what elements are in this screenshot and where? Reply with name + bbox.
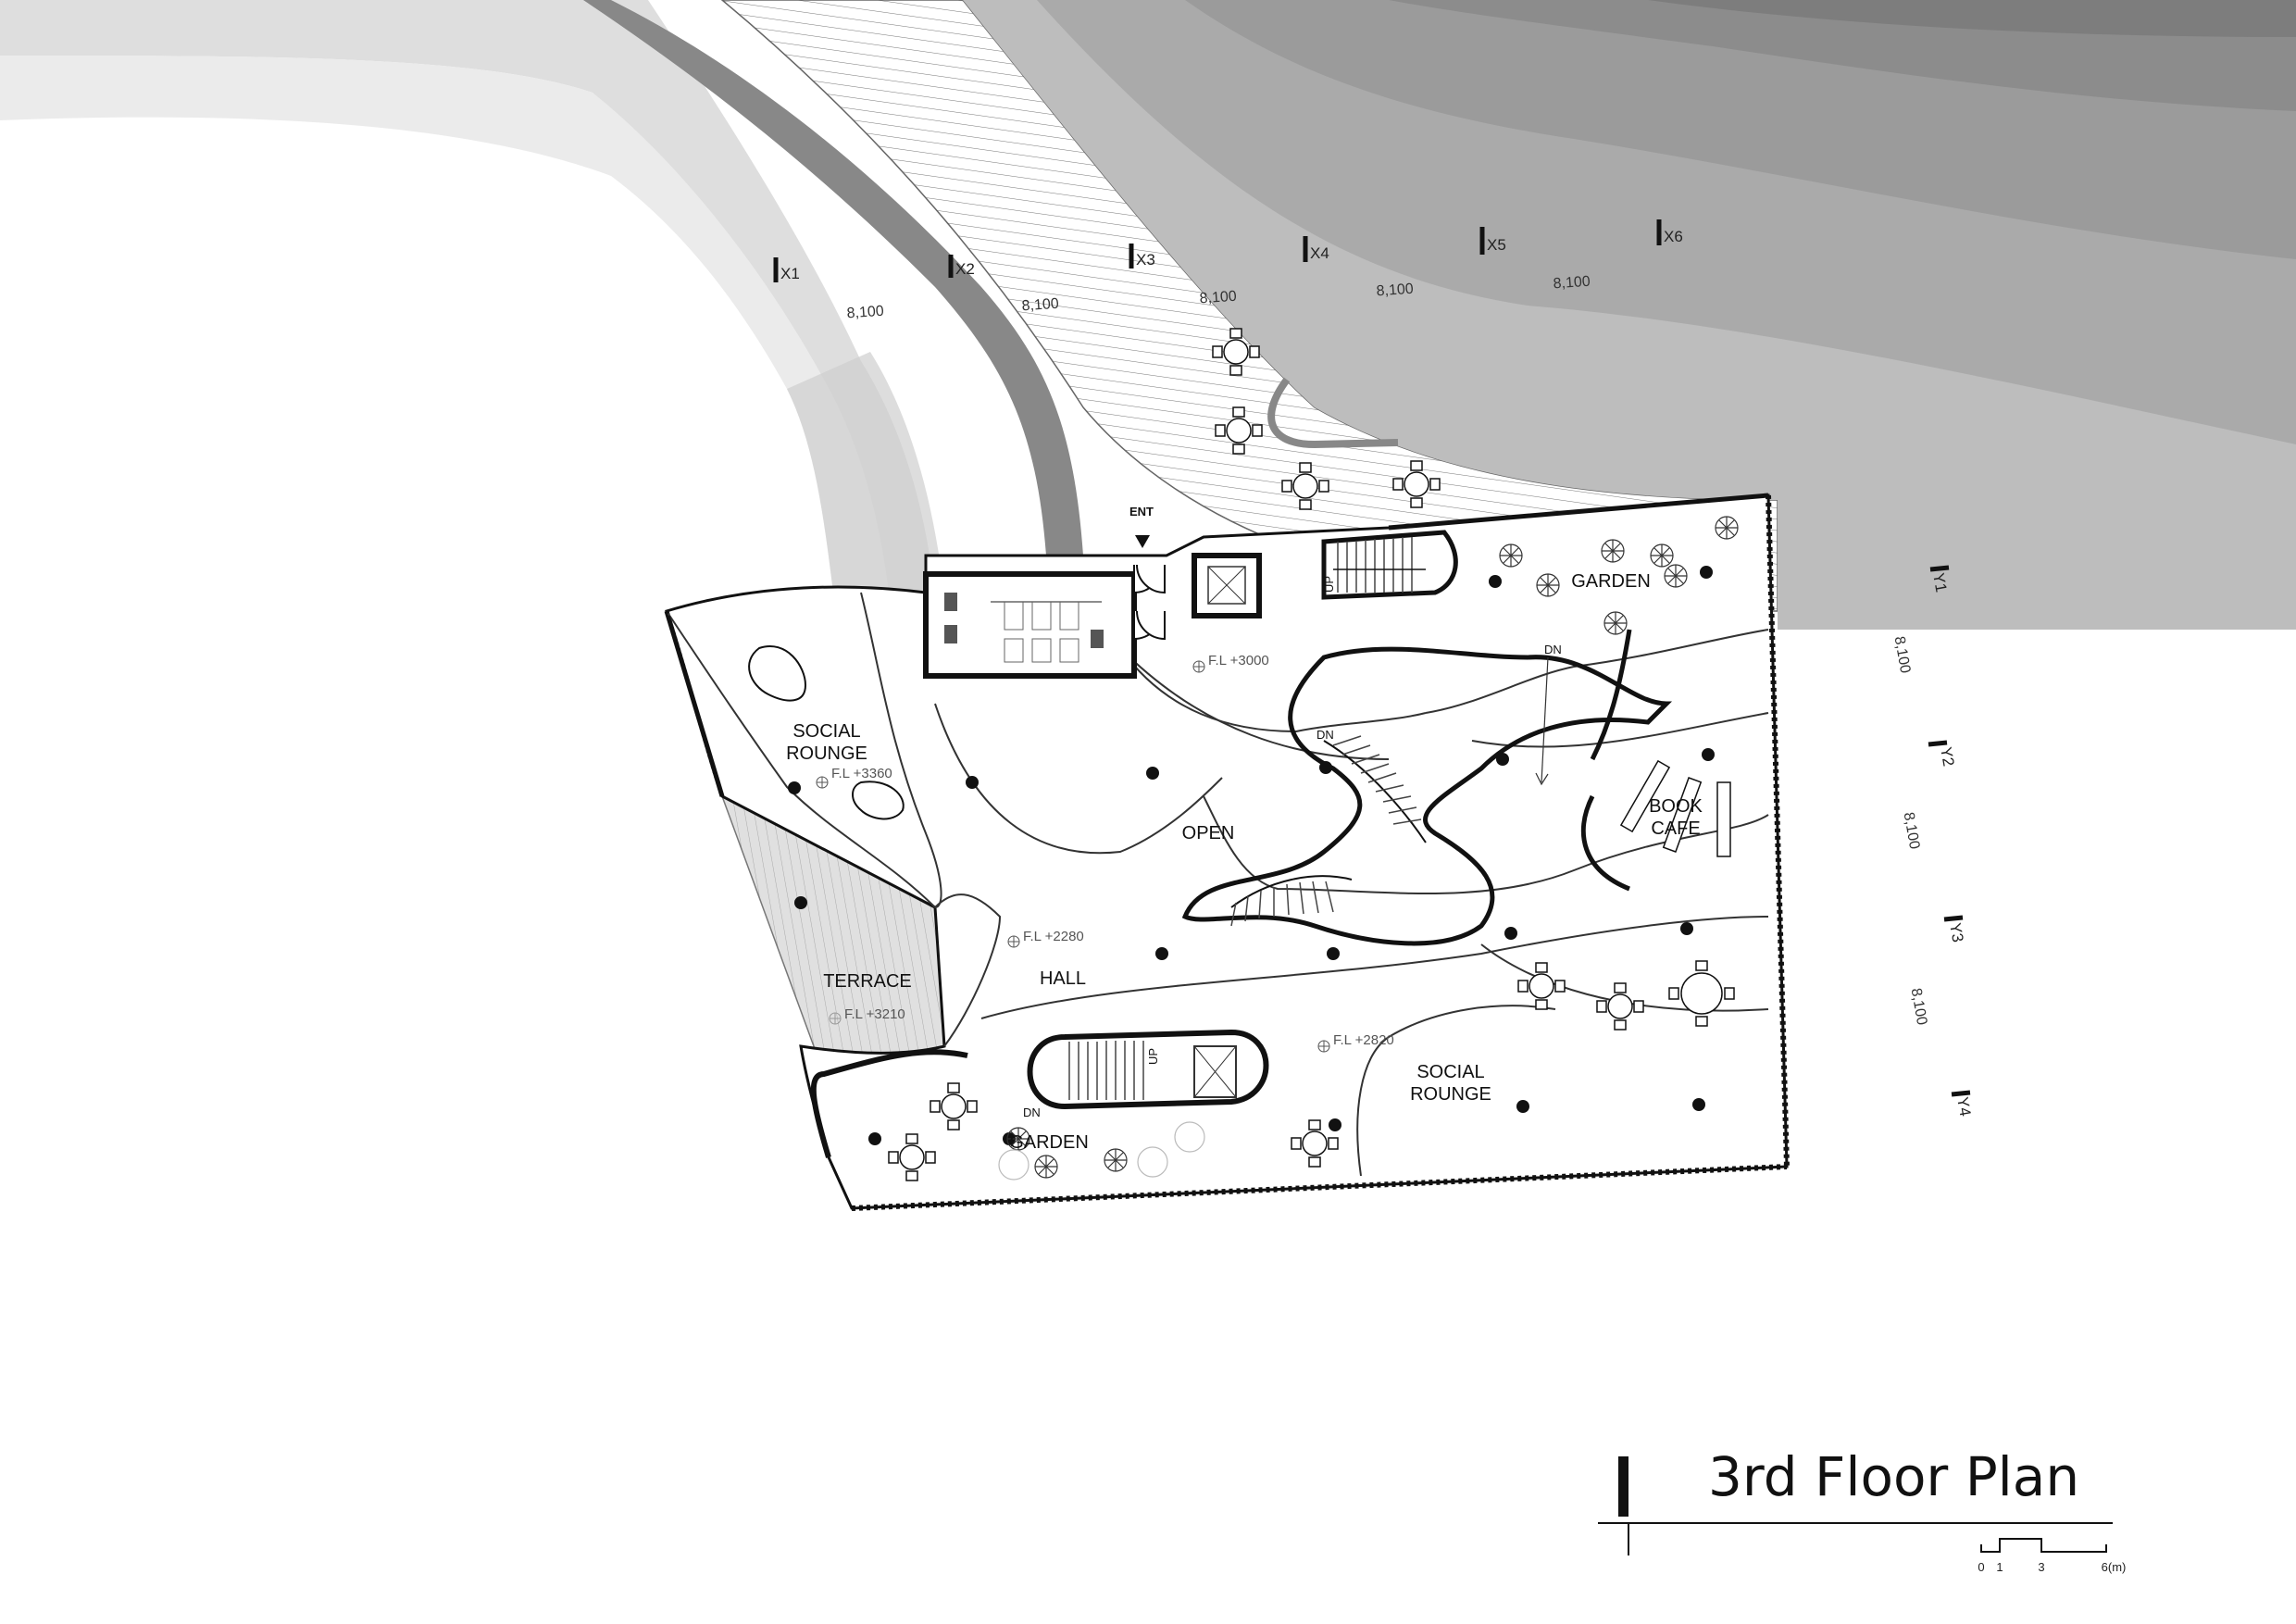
garden-plants <box>998 516 1739 1181</box>
grid-x-dimension: 8,100 <box>1199 289 1237 307</box>
scale-tick: 6(m) <box>2102 1560 2127 1574</box>
stair-north <box>1321 530 1458 600</box>
page-title: 3rd Floor Plan <box>1708 1445 2079 1508</box>
grid-x-labels: X1 X2 X3 X4 X5 X6 <box>780 228 1683 282</box>
room-label-social-lounge-south: SOCIAL <box>1416 1062 1484 1082</box>
grid-x-label: X6 <box>1664 228 1683 245</box>
title-block: 3rd Floor Plan <box>1598 1445 2113 1555</box>
scale-tick: 3 <box>2038 1560 2044 1574</box>
grid-axes-x <box>773 219 1662 282</box>
grid-x-label: X2 <box>955 260 975 278</box>
spiral-stair <box>1230 735 1427 927</box>
grid-x-dimension: 8,100 <box>1021 296 1059 315</box>
room-label-terrace: TERRACE <box>823 971 912 992</box>
book-cafe-shelves <box>1580 629 1632 892</box>
floor-level-entry: F.L +3000 <box>1208 653 1269 668</box>
dn-label-ramp: DN <box>1544 643 1562 656</box>
floor-level-hall: F.L +2280 <box>1023 929 1084 944</box>
entrance-label: ENT <box>1129 505 1154 518</box>
restroom-block <box>923 571 1137 679</box>
circulation-markers: ENT UP UP DN DN DN <box>1023 505 1562 1119</box>
room-label-book-cafe: BOOK <box>1649 796 1703 817</box>
grid-y-dimensions: 8,100 8,100 8,100 <box>1891 635 1930 1026</box>
grid-y-label: Y3 <box>1946 921 1966 943</box>
grid-y-dimension: 8,100 <box>1908 987 1930 1026</box>
elevator-north <box>1192 553 1262 618</box>
structural-columns <box>788 566 1715 1145</box>
terrain-contours <box>0 0 2296 630</box>
grid-x-label: X1 <box>780 265 800 282</box>
room-label-garden-south: GARDEN <box>1009 1132 1089 1153</box>
grid-y-dimension: 8,100 <box>1891 635 1914 674</box>
lounge-planters <box>748 645 905 820</box>
floor-level-tags: F.L +3360 F.L +3000 F.L +2280 F.L +3210 … <box>816 653 1394 1053</box>
floor-level-south-lounge: F.L +2820 <box>1333 1032 1394 1048</box>
scale-tick: 0 <box>1978 1560 1984 1574</box>
grid-x-dimensions: 8,100 8,100 8,100 8,100 8,100 <box>846 274 1591 322</box>
dn-label-stair: DN <box>1316 728 1334 742</box>
dn-label-south: DN <box>1023 1106 1041 1119</box>
grid-y-labels: Y1 Y2 Y3 Y4 <box>1929 571 1974 1118</box>
scale-bar: 0 1 3 6(m) <box>1978 1538 2127 1574</box>
deck-bench <box>1267 377 1399 449</box>
grid-x-dimension: 8,100 <box>846 304 884 322</box>
room-label-social-lounge-south: ROUNGE <box>1410 1084 1491 1105</box>
scale-tick: 1 <box>1996 1560 2003 1574</box>
grid-x-label: X5 <box>1487 236 1506 254</box>
room-label-social-lounge-west: ROUNGE <box>786 743 867 764</box>
interior-curves <box>666 592 1769 1177</box>
floor-level-terrace: F.L +3210 <box>844 1006 905 1022</box>
grid-x-dimension: 8,100 <box>1376 281 1414 300</box>
open-void <box>1181 646 1673 946</box>
dn-ramp-arrow <box>1535 656 1549 786</box>
south-core <box>1027 1029 1269 1110</box>
entrance-arrow-icon <box>1135 535 1150 548</box>
grid-x-dimension: 8,100 <box>1553 274 1591 293</box>
room-label-social-lounge-west: SOCIAL <box>792 721 860 742</box>
room-label-hall: HALL <box>1040 968 1086 989</box>
table-sets <box>888 328 1735 1181</box>
entrance-doors <box>1133 564 1166 641</box>
book-cafe-tables <box>1619 759 1731 857</box>
floor-level-lounge: F.L +3360 <box>831 766 892 781</box>
up-label-north: UP <box>1322 576 1336 593</box>
room-labels: SOCIAL ROUNGE OPEN HALL TERRACE GARDEN G… <box>786 571 1703 1153</box>
grid-y-label: Y2 <box>1937 745 1957 768</box>
up-label-south: UP <box>1146 1048 1160 1065</box>
room-label-book-cafe: CAFE <box>1651 818 1700 839</box>
grid-axes-y <box>1928 565 1971 1097</box>
grid-y-label: Y1 <box>1929 571 1950 593</box>
grid-x-label: X3 <box>1136 251 1155 269</box>
room-label-open: OPEN <box>1182 823 1235 843</box>
grid-y-label: Y4 <box>1953 1095 1974 1118</box>
room-label-garden-north: GARDEN <box>1571 571 1651 592</box>
grid-y-dimension: 8,100 <box>1901 811 1923 850</box>
grid-x-label: X4 <box>1310 244 1329 262</box>
